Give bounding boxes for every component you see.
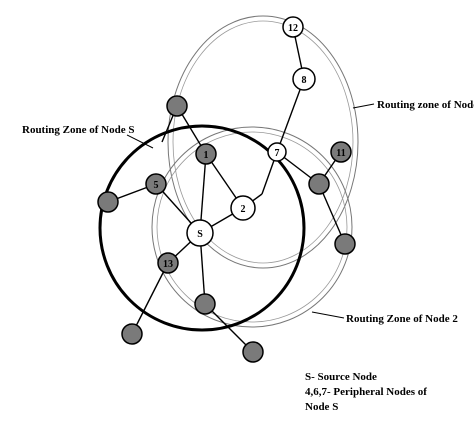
zone-s-pointer (126, 134, 154, 149)
node-4 (166, 95, 188, 117)
zone-s-circle (98, 124, 306, 332)
node-13: 13 (157, 252, 179, 274)
svg-text:5: 5 (154, 180, 159, 191)
legend-line-2: 4,6,7- Peripheral Nodes of (305, 386, 427, 398)
zone-2-outer-circle (151, 126, 353, 328)
node-s: S (186, 219, 214, 247)
node-1: 1 (195, 143, 217, 165)
zone-2-label: Routing Zone of Node 2 (346, 313, 458, 325)
node-10 (334, 233, 356, 255)
node-11: 11 (330, 141, 352, 163)
node-5: 5 (145, 173, 167, 195)
node-9 (308, 173, 330, 195)
svg-text:13: 13 (163, 259, 173, 270)
svg-text:7: 7 (275, 148, 280, 159)
zone-7-pointer (352, 103, 375, 109)
svg-text:1: 1 (204, 150, 209, 161)
node-7: 7 (267, 142, 287, 162)
node-8: 8 (292, 67, 316, 91)
zone-7-outer-circle (167, 15, 359, 269)
zone-7-label: Routing zone of Node 7 (377, 99, 474, 111)
node-6 (97, 191, 119, 213)
node-bottom-left (121, 323, 143, 345)
svg-text:8: 8 (302, 75, 307, 86)
svg-text:12: 12 (288, 23, 298, 34)
legend-line-3: Node S (305, 401, 338, 413)
node-2: 2 (230, 195, 256, 221)
svg-text:S: S (197, 229, 203, 240)
node-12: 12 (282, 16, 304, 38)
zone-s-label: Routing Zone of Node S (22, 124, 134, 136)
node-3 (194, 293, 216, 315)
legend-line-1: S- Source Node (305, 371, 377, 383)
zone-2-inner-circle (156, 131, 348, 323)
node-bottom-right (242, 341, 264, 363)
svg-text:11: 11 (336, 148, 345, 159)
zone-7-inner-circle (172, 20, 354, 264)
zone-2-pointer (311, 311, 345, 319)
svg-text:2: 2 (241, 204, 246, 215)
